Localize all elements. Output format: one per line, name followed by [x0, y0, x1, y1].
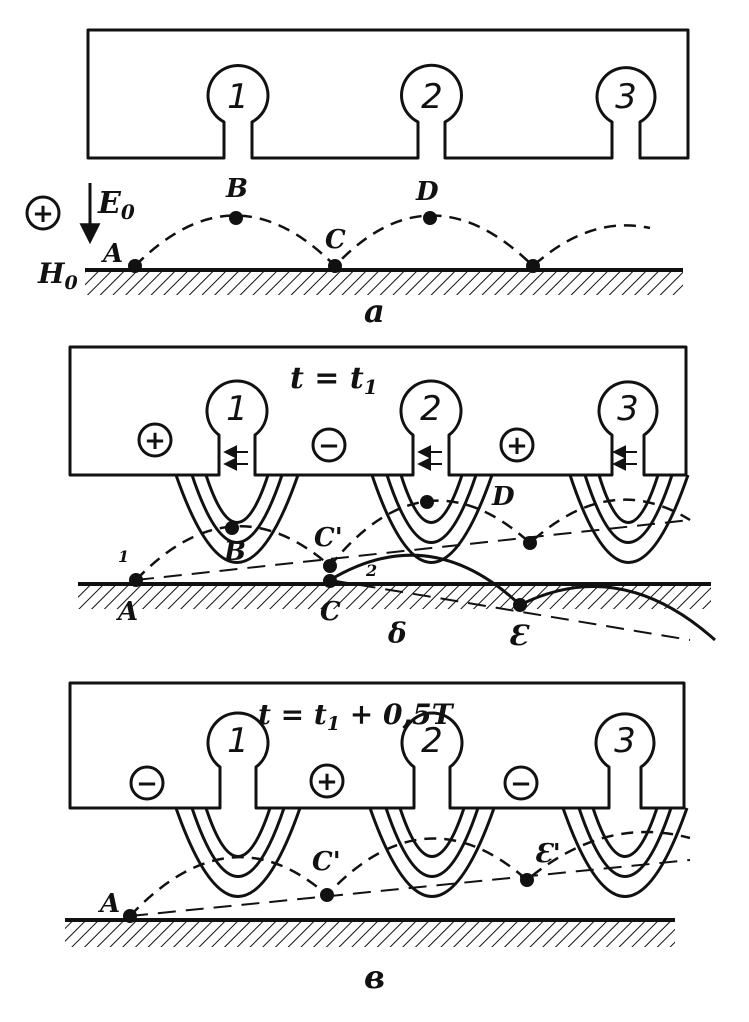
label-c-a: C — [325, 225, 346, 255]
trajectory-1-drift-b — [135, 519, 691, 581]
cathode-hatch-a — [85, 271, 683, 295]
label-b-a: B — [225, 174, 248, 204]
point-d-b — [420, 495, 434, 509]
point-c-prime-b — [323, 559, 337, 573]
slot-label-1-c: 1 — [227, 721, 249, 761]
trajectory-c — [129, 830, 691, 917]
label-e-prime-c: Ɛ' — [534, 839, 561, 869]
point-a-b — [129, 573, 143, 587]
pole-sign-2-b: − — [318, 431, 340, 461]
point-d-a — [423, 211, 437, 225]
slot-label-3-b: 3 — [617, 389, 639, 429]
slot-label-2: 2 — [421, 77, 443, 117]
field-label: E0 — [97, 186, 135, 224]
panel-c: 1 2 3 t = t1 + 0,5T − + − A C' Ɛ' — [65, 681, 691, 996]
point-c-prime-c — [320, 888, 334, 902]
label-delta-b: δ — [387, 617, 407, 650]
slot-label-3: 3 — [615, 77, 637, 117]
charge-sign: + — [32, 199, 54, 229]
time-label-c: t = t1 + 0,5T — [258, 698, 455, 735]
slot-field-arrows-b — [223, 445, 637, 471]
pole-sign-circle-1-c — [129, 765, 165, 801]
pole-sign-3-c: − — [510, 769, 532, 799]
traj-label-1: 1 — [118, 547, 129, 566]
label-b-b: B — [223, 537, 246, 567]
pole-sign-circle-3-b — [499, 427, 535, 463]
point-e-b — [513, 598, 527, 612]
point-c-b — [323, 574, 337, 588]
charge-sign-circle — [25, 195, 61, 231]
label-d-a: D — [415, 177, 439, 207]
pole-sign-1-b: + — [144, 426, 166, 456]
trajectory-2-drift-b — [329, 579, 691, 641]
pole-sign-1-c: − — [136, 769, 158, 799]
cathode-hatch-c — [65, 921, 675, 947]
slot-label-2-b: 2 — [420, 389, 442, 429]
pole-sign-2-c: + — [316, 767, 338, 797]
cathode-hatch-b — [78, 585, 711, 609]
fringing-field-lines-c — [174, 807, 689, 898]
point-a-c — [123, 909, 137, 923]
point-f-b — [523, 536, 537, 550]
label-a-c: A — [97, 889, 120, 919]
label-c-b: C — [320, 597, 341, 627]
magnetic-label: H0 — [37, 257, 78, 294]
label-a-b: A — [115, 597, 138, 627]
panel-a: 1 2 3 + E0 H0 A B C D a — [25, 28, 690, 330]
fringing-field-lines-b — [174, 474, 690, 564]
label-e-b: Ɛ — [508, 619, 530, 652]
point-c-a — [328, 259, 342, 273]
point-a-a — [128, 259, 142, 273]
slot-label-1-b: 1 — [226, 389, 248, 429]
pole-sign-circle-2-b — [311, 427, 347, 463]
anode-block-a — [86, 28, 690, 160]
panel-b: 1 2 3 t = t1 + − + — [68, 345, 716, 652]
caption-c: в — [364, 958, 385, 996]
time-label-b: t = t1 — [290, 361, 378, 399]
slot-label-3-c: 3 — [614, 721, 636, 761]
pole-sign-3-b: + — [506, 431, 528, 461]
point-e-prime-c — [520, 873, 534, 887]
point-b-b — [225, 521, 239, 535]
point-e-a — [526, 259, 540, 273]
slot-label-1: 1 — [227, 77, 249, 117]
label-c-prime-c: C' — [312, 847, 341, 877]
trajectory-drift-c — [129, 859, 691, 917]
label-c-prime-b: C' — [314, 523, 343, 553]
pole-sign-circle-3-c — [503, 765, 539, 801]
label-d-b: D — [491, 482, 515, 512]
pole-sign-circle-2-c — [309, 763, 345, 799]
label-a-a: A — [100, 239, 123, 269]
pole-sign-circle-1-b — [137, 422, 173, 458]
caption-a: a — [364, 292, 385, 330]
point-b-a — [229, 211, 243, 225]
slot-label-2-c: 2 — [421, 721, 443, 761]
electron-trajectory-a — [134, 214, 651, 268]
traj-label-2: 2 — [365, 561, 377, 580]
trajectory-1-b — [135, 498, 691, 581]
